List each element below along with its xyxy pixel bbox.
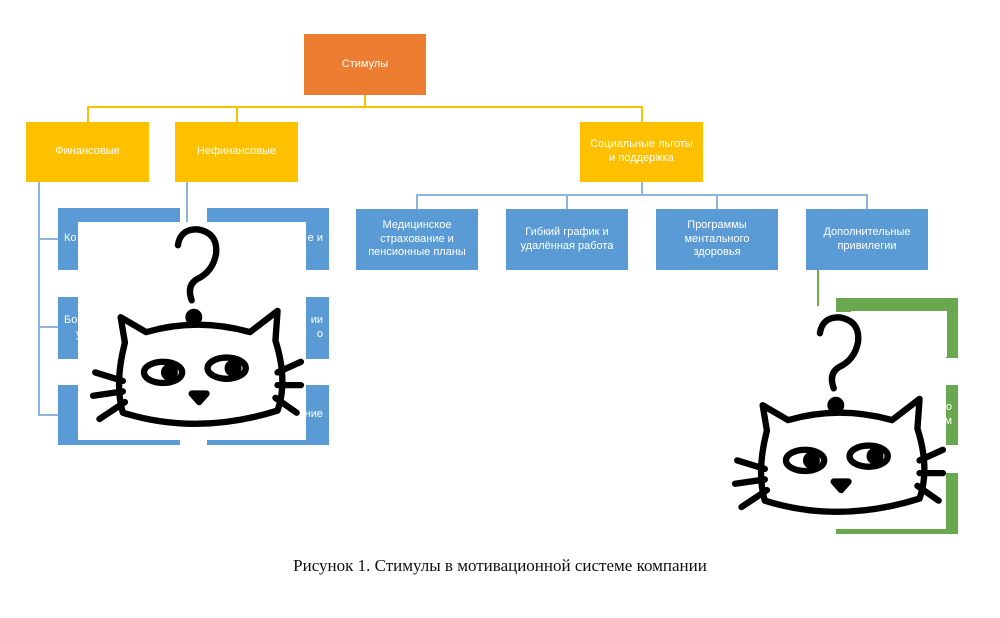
connector-nonfinancial [236,106,238,122]
connector-level1-bus [87,106,643,108]
fragment-text: ние [304,408,323,421]
connector-social-bus [416,194,868,196]
fragment-text: Ко [64,232,77,245]
question-cat-icon [731,314,947,515]
connector-mental [716,194,718,209]
node-mental-health: Программы ментального здоровья [656,209,778,270]
node-nonfinancial: Нефинансовые [175,122,298,182]
connector-medical [416,194,418,209]
connector-flexible [566,194,568,209]
fragment-text: ии [310,314,323,327]
connector-perks-down [817,270,819,306]
occluder-left [78,222,306,440]
node-extra-perks: Дополнительные привилегии [806,209,928,270]
node-medical-insurance: Медицинское страхование и пенсионные пла… [356,209,478,270]
question-cat-icon [89,226,305,427]
node-root: Стимулы [304,34,426,95]
figure-caption: Рисунок 1. Стимулы в мотивационной систе… [293,556,707,575]
node-flexible-schedule: Гибкий график и удалённая работа [506,209,628,270]
fragment-text: о [945,401,952,414]
connector-financial-2 [38,326,60,328]
fragment-text: о [316,328,323,340]
connector-root-down [364,95,366,107]
connector-financial-1 [38,238,60,240]
node-social: Социальные льготы и поддержка [580,122,703,182]
connector-nonfinancial-spine [186,182,188,222]
connector-social [641,106,643,122]
connector-financial-spine [38,182,40,416]
fragment-text: е и [307,232,323,245]
node-financial: Финансовые [26,122,149,182]
connector-financial-3 [38,414,60,416]
connector-social-down [641,182,643,195]
fragment-text: м [944,415,952,427]
connector-financial [87,106,89,122]
connector-perks [866,194,868,209]
